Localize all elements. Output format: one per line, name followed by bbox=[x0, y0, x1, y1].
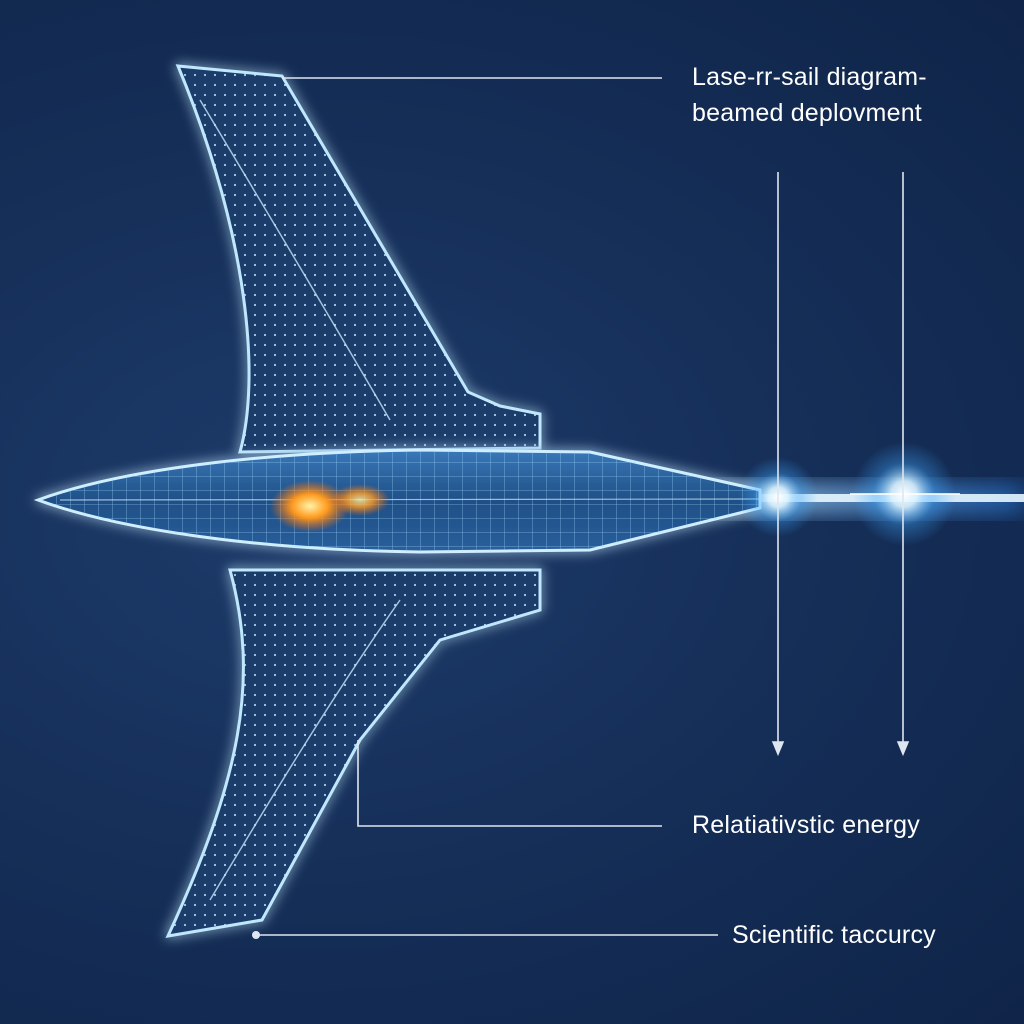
engine-core-glow bbox=[270, 480, 390, 532]
down-arrow-right bbox=[896, 172, 910, 757]
lower-sail-wing bbox=[165, 568, 542, 938]
craft-fuselage bbox=[33, 448, 762, 554]
leader-line-bottom bbox=[252, 931, 718, 939]
beam-flare-far bbox=[850, 442, 960, 546]
bottom-label: Scientific taccurcy bbox=[732, 921, 936, 949]
title-label-line1: Lase-rr-sail diagram- bbox=[692, 63, 927, 91]
leader-line-middle bbox=[357, 740, 662, 827]
middle-label: Relatiativstic energy bbox=[692, 811, 920, 839]
title-label-line2: beamed deplovment bbox=[692, 99, 922, 127]
down-arrow-left bbox=[771, 172, 785, 757]
upper-sail-wing bbox=[175, 64, 542, 454]
